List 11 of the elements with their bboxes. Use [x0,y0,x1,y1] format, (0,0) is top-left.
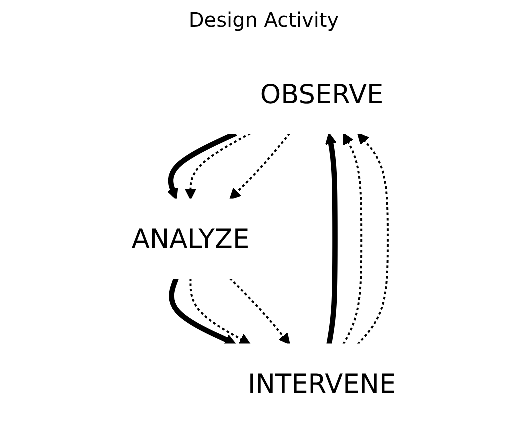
arrow [169,277,237,345]
node-text: ANALYZE [132,222,250,254]
arrow [357,132,389,345]
node-text: OBSERVE [260,78,384,110]
arrow [230,132,291,200]
arrow [184,132,251,200]
arrow [342,132,363,344]
arrow [325,132,338,344]
arrow [190,278,251,344]
arrow [229,277,290,344]
center-label: Design Activity [188,8,340,32]
